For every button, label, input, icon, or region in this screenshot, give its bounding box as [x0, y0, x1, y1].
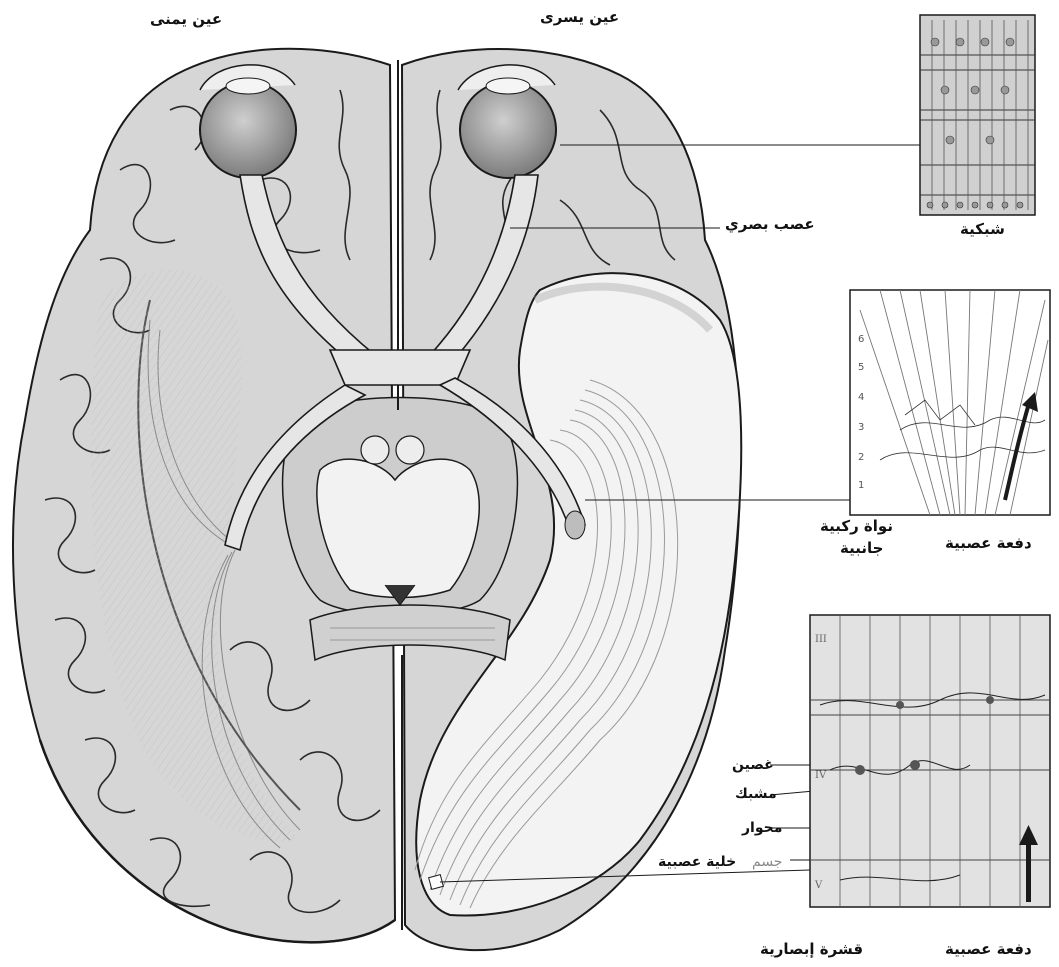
lgn-marker [565, 511, 585, 539]
lgn-layer-2: 2 [858, 452, 864, 463]
retina-inset [920, 15, 1035, 215]
label-axon: محوار [742, 819, 782, 837]
label-synapse: مشبك [735, 785, 777, 803]
label-dendrite: غصين [732, 756, 774, 774]
cortex-layer-iv: IV [815, 770, 826, 781]
cortex-impulse-arrow [1026, 840, 1031, 902]
label-cell-body-prefix: جسم [752, 853, 782, 871]
lgn-layer-4: 4 [858, 392, 864, 403]
right-eye [200, 65, 296, 178]
label-left-eye: عين يسرى [540, 8, 619, 26]
lgn-inset [850, 290, 1050, 515]
label-lgn-line1: نواة ركبية [820, 517, 893, 535]
label-lgn-line2: جانبية [840, 539, 883, 557]
cortex-layer-v: V [815, 880, 822, 891]
midbrain [283, 398, 518, 616]
cortex-layer-iii: III [815, 634, 827, 645]
label-right-eye: عين يمنى [150, 10, 222, 28]
label-visual-cortex: قشرة إبصارية [760, 940, 863, 958]
label-retina: شبكية [960, 220, 1005, 238]
lgn-layer-5: 5 [858, 362, 864, 373]
cortex-inset [810, 615, 1050, 907]
left-eye [458, 65, 556, 178]
label-impulse-lgn: دفعة عصبية [945, 534, 1032, 552]
label-impulse-cortex: دفعة عصبية [945, 940, 1032, 958]
label-cell-body: خلية عصبية [658, 853, 736, 871]
lgn-layer-3: 3 [858, 422, 864, 433]
lgn-layer-1: 1 [858, 480, 864, 491]
label-optic-nerve: عصب بصري [725, 215, 815, 233]
lgn-layer-6: 6 [858, 334, 864, 345]
